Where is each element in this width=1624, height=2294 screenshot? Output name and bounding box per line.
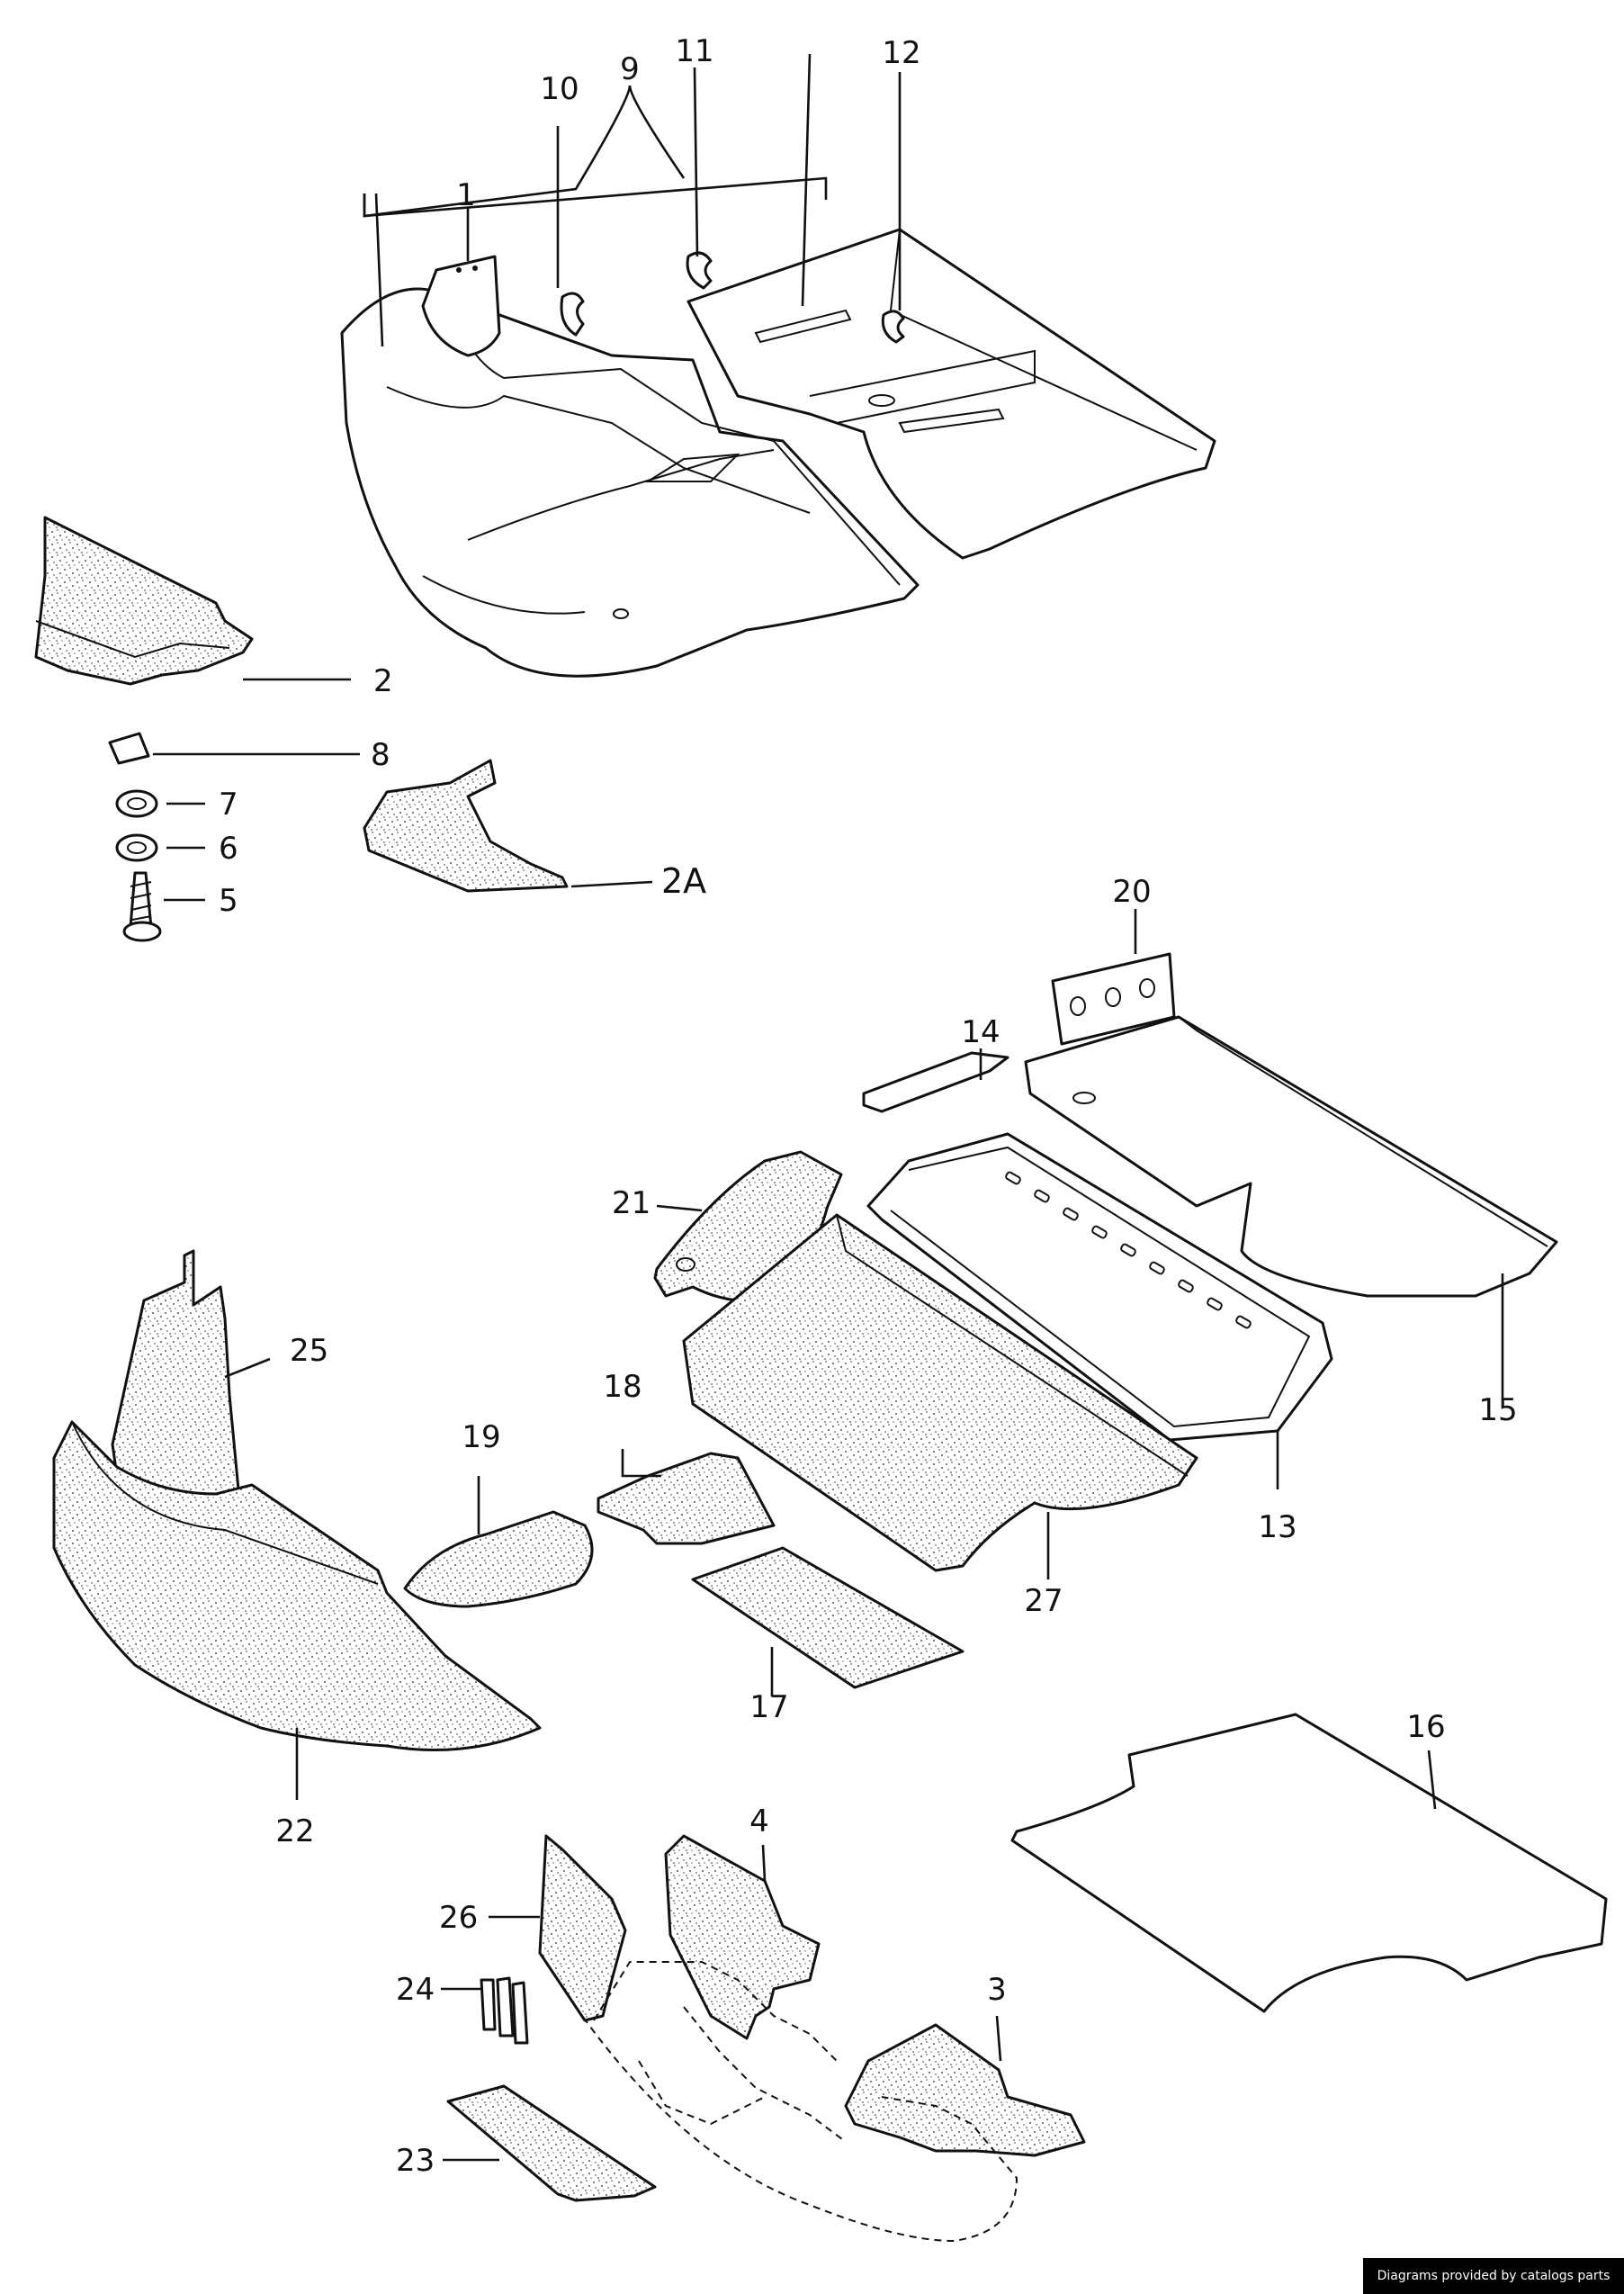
callout-17: 17 bbox=[749, 1689, 788, 1725]
callout-3: 3 bbox=[987, 1972, 1007, 2008]
clip-plate bbox=[108, 732, 150, 765]
screw bbox=[122, 871, 162, 942]
callout-labels: 1 10 9 11 12 2 8 7 6 5 2A 20 14 21 15 13… bbox=[219, 33, 1518, 2179]
floor-pad bbox=[421, 255, 501, 357]
clip-12 bbox=[881, 310, 905, 344]
insulation-25 bbox=[111, 1249, 240, 1505]
clips-24 bbox=[480, 1976, 529, 2045]
body-outline bbox=[575, 1961, 1018, 2243]
callout-23: 23 bbox=[396, 2143, 435, 2179]
insulation-23 bbox=[446, 2084, 657, 2202]
credit-banner: Diagrams provided by catalogs parts bbox=[1363, 2258, 1624, 2294]
callout-2: 2 bbox=[373, 663, 393, 699]
insulation-17 bbox=[691, 1546, 965, 1689]
insulation-27 bbox=[682, 1213, 1198, 1572]
washer-7 bbox=[115, 789, 158, 818]
callout-2a: 2A bbox=[661, 861, 706, 901]
callout-24: 24 bbox=[396, 1972, 435, 2008]
callout-19: 19 bbox=[462, 1419, 500, 1455]
callout-5: 5 bbox=[219, 883, 238, 919]
tray bbox=[866, 1132, 1333, 1442]
insulation-26 bbox=[538, 1834, 627, 2022]
insulation-18 bbox=[597, 1452, 776, 1545]
callout-9: 9 bbox=[620, 51, 640, 87]
callout-13: 13 bbox=[1258, 1509, 1297, 1545]
callout-16: 16 bbox=[1406, 1709, 1445, 1745]
strip bbox=[862, 1051, 1009, 1113]
callout-14: 14 bbox=[961, 1014, 1000, 1050]
insulation-22 bbox=[52, 1420, 542, 1751]
callout-8: 8 bbox=[371, 737, 390, 773]
callout-21: 21 bbox=[612, 1185, 650, 1221]
clip-11 bbox=[686, 251, 713, 290]
callout-11: 11 bbox=[675, 33, 713, 69]
leader-lines bbox=[153, 53, 1504, 2162]
callout-25: 25 bbox=[290, 1333, 328, 1369]
callout-18: 18 bbox=[603, 1369, 642, 1405]
callout-27: 27 bbox=[1024, 1583, 1063, 1619]
clip-10 bbox=[560, 292, 585, 337]
insulation-19 bbox=[403, 1510, 594, 1608]
callout-1: 1 bbox=[456, 177, 476, 213]
insulation-3 bbox=[844, 2023, 1086, 2157]
insulation-strip bbox=[34, 516, 254, 686]
callout-7: 7 bbox=[219, 787, 238, 823]
callout-12: 12 bbox=[882, 35, 920, 71]
rear-panel bbox=[1024, 1015, 1558, 1298]
callout-4: 4 bbox=[749, 1804, 769, 1840]
washer-6 bbox=[115, 833, 158, 862]
callout-26: 26 bbox=[439, 1900, 478, 1936]
insulation-4 bbox=[664, 1834, 821, 2040]
callout-6: 6 bbox=[219, 831, 238, 867]
insulation-2a bbox=[363, 759, 569, 893]
callout-10: 10 bbox=[540, 71, 579, 107]
callout-22: 22 bbox=[275, 1813, 314, 1849]
callout-15: 15 bbox=[1478, 1392, 1517, 1428]
callout-20: 20 bbox=[1112, 874, 1151, 910]
cargo-mat bbox=[1010, 1713, 1608, 2013]
